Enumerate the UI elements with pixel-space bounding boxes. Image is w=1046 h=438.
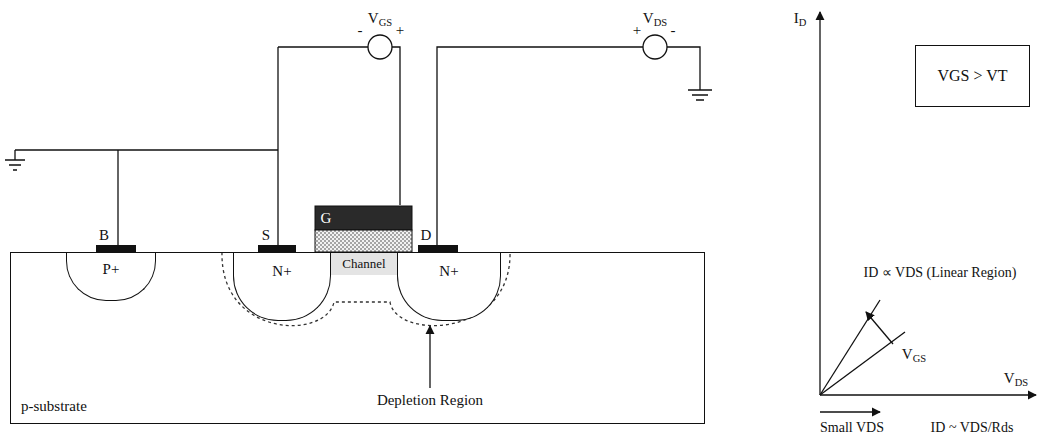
id-vds-graph: [820, 12, 1036, 412]
curve-line: [820, 300, 880, 395]
ground-symbol: [5, 150, 25, 170]
condition-box: VGS > VT: [915, 45, 1030, 107]
source-contact: [258, 245, 296, 252]
node-text: N+: [272, 263, 291, 280]
terminal-name: D: [421, 227, 432, 244]
axis-label: ID: [794, 10, 807, 27]
curve-line: [820, 332, 905, 395]
region-label: Depletion Region: [377, 392, 483, 409]
depletion-boundary: [222, 252, 510, 326]
gate-oxide: [315, 230, 412, 252]
n-plus-region: N+: [397, 253, 501, 321]
x-axis: [820, 394, 1036, 395]
y-axis: [819, 12, 820, 395]
voltage-source: [368, 35, 392, 59]
terminal-name: B: [99, 227, 109, 244]
wiring: [5, 35, 712, 246]
formula-text: ID ~ VDS/Rds: [931, 420, 1014, 436]
wire: [667, 47, 700, 90]
polarity-sign: +: [396, 22, 404, 39]
signal-name: VDS: [643, 10, 667, 27]
wire: [15, 149, 278, 150]
polarity-sign: -: [358, 22, 363, 39]
channel-region: Channel: [331, 253, 397, 275]
signal-name: VGS: [368, 10, 392, 27]
small-vds-arrow: [820, 411, 880, 412]
axis-label: VDS: [1004, 370, 1028, 387]
vgs-arrow: [866, 312, 893, 344]
wire: [437, 47, 643, 246]
node-text: VGS > VT: [937, 67, 1007, 85]
node-text: Channel: [342, 256, 385, 272]
wire: [278, 46, 368, 47]
substrate-region: p-substrate P+ N+ Channel N+: [10, 252, 705, 424]
polarity-sign: +: [633, 22, 641, 39]
region-note: ID ∝ VDS (Linear Region): [864, 264, 1017, 281]
node-text: N+: [439, 263, 458, 280]
node-text: P+: [103, 261, 120, 278]
parameter-label: VGS: [902, 346, 926, 363]
drain-contact: [418, 245, 458, 252]
voltage-source: [643, 35, 667, 59]
polarity-sign: -: [671, 22, 676, 39]
terminal-name: G: [321, 210, 332, 227]
node-text: p-substrate: [21, 398, 87, 415]
leader-arrow: [429, 326, 430, 388]
terminal-name: S: [262, 227, 270, 244]
ground-symbol: [688, 90, 712, 100]
wire: [392, 47, 400, 205]
body-contact: [96, 245, 136, 252]
note-text: Small VDS: [820, 420, 884, 436]
wire: [117, 150, 118, 246]
wire: [277, 47, 278, 246]
p-plus-region: P+: [66, 253, 156, 301]
n-plus-region: N+: [233, 253, 331, 321]
gate-electrode: [315, 206, 412, 230]
